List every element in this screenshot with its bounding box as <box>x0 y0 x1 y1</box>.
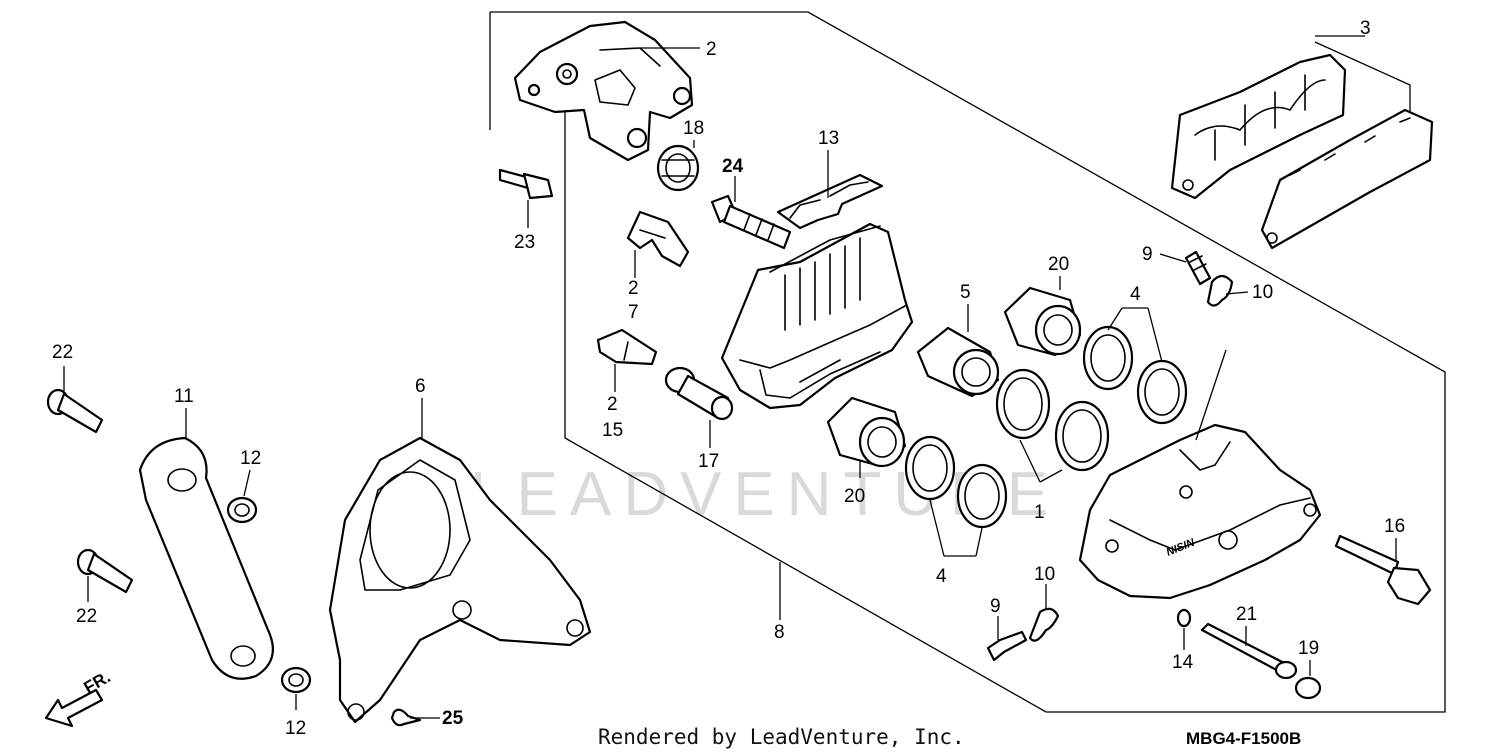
callout-11: 11 <box>174 386 194 407</box>
callout-20-lower: 20 <box>844 486 865 507</box>
dust-seal-4-upper-b[interactable] <box>1136 359 1188 425</box>
pad-pin-16[interactable] <box>1334 534 1432 606</box>
callout-14: 14 <box>1172 652 1194 673</box>
bleeder-cap-10-upper[interactable] <box>1206 274 1234 307</box>
callout-6: 6 <box>415 376 426 397</box>
callout-4-lower: 4 <box>936 566 947 587</box>
bolt-24[interactable] <box>710 194 792 250</box>
callout-2-clip: 2 <box>628 278 639 299</box>
callout-4-upper: 4 <box>1130 284 1141 305</box>
callout-3: 3 <box>1360 18 1371 39</box>
callout-5: 5 <box>960 282 971 303</box>
callout-21: 21 <box>1236 604 1257 625</box>
callout-17: 17 <box>698 451 719 472</box>
callout-19: 19 <box>1298 638 1319 659</box>
pin-21[interactable] <box>1200 622 1298 680</box>
callout-labels: 2 3 13 24 18 2 7 23 2 15 17 5 20 20 4 1 … <box>52 18 1405 739</box>
caliper-mount-plate-6[interactable] <box>328 436 592 724</box>
piston-seal-1-lower[interactable] <box>1054 400 1110 472</box>
bleeder-screw-9-lower[interactable] <box>986 630 1028 662</box>
bolt-23[interactable] <box>498 168 554 200</box>
callout-22-upper: 22 <box>52 342 73 363</box>
callout-22-lower: 22 <box>76 606 97 627</box>
callout-1: 1 <box>1034 502 1045 523</box>
caliper-bracket[interactable] <box>513 20 694 162</box>
credit-text: Rendered by LeadVenture, Inc. <box>598 725 965 749</box>
callout-23: 23 <box>514 232 535 253</box>
caliper-body-inner[interactable]: NISIN <box>1078 423 1322 600</box>
piston-seal-1-upper[interactable] <box>995 368 1051 440</box>
pad-retainer-clip[interactable] <box>626 210 690 268</box>
callout-20-upper: 20 <box>1048 254 1069 275</box>
callout-9-lower: 9 <box>990 596 1001 617</box>
diagram-code: MBG4-F1500B <box>1186 729 1301 748</box>
pin-15[interactable] <box>596 328 658 366</box>
callout-9-upper: 9 <box>1142 244 1153 265</box>
front-direction-label: FR. <box>81 667 114 697</box>
callout-10-upper: 10 <box>1252 282 1273 303</box>
brake-pad-set[interactable] <box>1170 53 1434 250</box>
bolt-22-lower[interactable] <box>76 548 134 594</box>
collar-12-lower[interactable] <box>280 666 312 694</box>
bleeder-cap-10-lower[interactable] <box>1028 607 1060 642</box>
callout-8: 8 <box>774 622 785 643</box>
callout-2-bracket: 2 <box>706 39 717 60</box>
callout-2-pin: 2 <box>607 394 618 415</box>
callout-25: 25 <box>442 708 464 729</box>
callout-12-upper: 12 <box>240 448 261 469</box>
callout-12-lower: 12 <box>285 718 306 739</box>
boot-18[interactable] <box>656 144 700 192</box>
pad-spring[interactable] <box>776 173 884 230</box>
callout-18: 18 <box>683 118 704 139</box>
callout-15: 15 <box>602 420 623 441</box>
cotter-pin-25[interactable] <box>390 708 422 727</box>
callout-24: 24 <box>722 156 744 177</box>
caliper-body-outer[interactable] <box>720 222 914 410</box>
leader-lines <box>63 35 1397 719</box>
bleeder-screw-9-upper[interactable] <box>1184 250 1212 286</box>
callout-13: 13 <box>818 128 839 149</box>
torque-rod-11[interactable] <box>138 436 274 680</box>
piston-5[interactable] <box>916 326 1000 398</box>
bolt-22-upper[interactable] <box>46 388 104 434</box>
washer-14[interactable] <box>1176 608 1192 628</box>
piston-20-lower[interactable] <box>826 396 907 468</box>
dust-seal-4-lower-b[interactable] <box>956 463 1008 529</box>
front-direction-arrow: FR. <box>44 667 114 728</box>
dust-seal-4-lower-a[interactable] <box>904 435 956 501</box>
pad-outline <box>1314 41 1411 118</box>
callout-16: 16 <box>1384 516 1405 537</box>
pin-17[interactable] <box>664 366 734 421</box>
piston-20-upper[interactable] <box>1003 286 1082 357</box>
dust-seal-4-upper-a[interactable] <box>1082 325 1134 391</box>
assembly-outline <box>490 11 1446 713</box>
collar-12-upper[interactable] <box>226 496 258 524</box>
plug-19[interactable] <box>1294 676 1322 700</box>
callout-10-lower: 10 <box>1034 564 1055 585</box>
callout-7: 7 <box>628 302 639 323</box>
